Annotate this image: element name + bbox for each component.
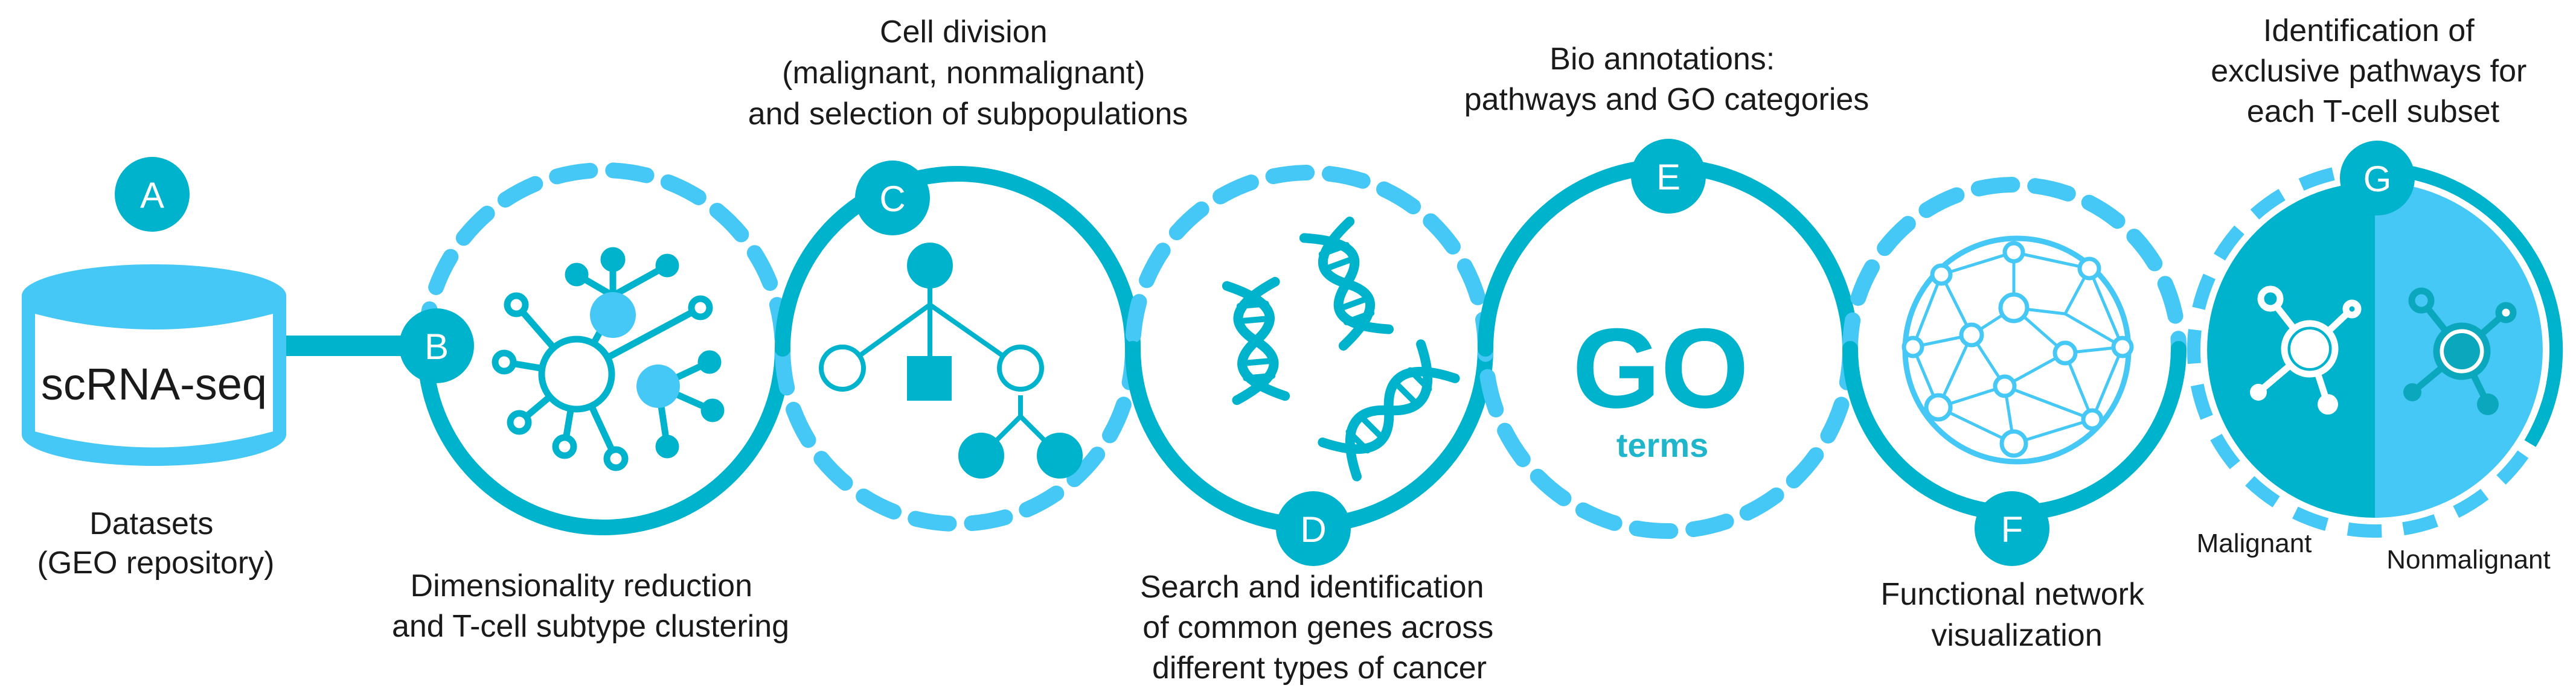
caption-f: Functional network visualization bbox=[1881, 577, 2153, 653]
ring-c-solid bbox=[775, 166, 1141, 357]
ring-g-solid bbox=[2374, 162, 2563, 447]
cluster-node-light bbox=[590, 292, 636, 338]
cluster-network-icon bbox=[492, 247, 725, 471]
badge-f: F bbox=[1975, 491, 2049, 566]
caption-d: Search and identification of common gene… bbox=[1140, 570, 1502, 686]
cell-square bbox=[907, 356, 952, 401]
badge-a-letter: A bbox=[140, 175, 164, 215]
badge-e: E bbox=[1631, 139, 1706, 214]
cluster-node-light-2 bbox=[636, 364, 680, 408]
caption-g: Identification of exclusive pathways for… bbox=[2211, 13, 2536, 129]
go-terms-icon: GO terms bbox=[1572, 305, 1749, 464]
cell-division-tree-icon bbox=[819, 243, 1083, 479]
nonmalignant-label: Nonmalignant bbox=[2386, 545, 2551, 574]
badge-c-letter: C bbox=[879, 179, 905, 219]
badge-d-letter: D bbox=[1300, 509, 1326, 550]
badge-d: D bbox=[1276, 491, 1351, 566]
malignant-label: Malignant bbox=[2197, 529, 2312, 558]
dna-helix-icon bbox=[1222, 217, 1460, 482]
step-a: A scRNA-seq Datasets (GEO repository) bbox=[22, 157, 286, 581]
go-text: GO bbox=[1572, 305, 1749, 431]
badge-f-letter: F bbox=[2001, 509, 2023, 550]
badge-c: C bbox=[855, 161, 930, 235]
badge-g: G bbox=[2340, 141, 2415, 215]
caption-e: Bio annotations: pathways and GO categor… bbox=[1464, 42, 1870, 117]
caption-a: Datasets (GEO repository) bbox=[37, 506, 275, 581]
badge-b: B bbox=[399, 308, 474, 383]
database-cylinder-icon: scRNA-seq bbox=[22, 264, 286, 466]
ring-b-solid bbox=[417, 341, 790, 535]
badge-g-letter: G bbox=[2363, 159, 2392, 199]
badge-a: A bbox=[115, 157, 190, 232]
badge-b-letter: B bbox=[425, 326, 449, 367]
functional-network-icon bbox=[1902, 235, 2134, 465]
caption-c: Cell division (malignant, nonmalignant) … bbox=[748, 14, 1188, 132]
split-circle-network-icon: Malignant Nonmalignant bbox=[2187, 162, 2563, 574]
ring-chain bbox=[417, 159, 2187, 539]
caption-b: Dimensionality reduction and T-cell subt… bbox=[392, 568, 789, 644]
database-label: scRNA-seq bbox=[41, 359, 267, 409]
go-terms-text: terms bbox=[1616, 426, 1709, 464]
badge-e-letter: E bbox=[1656, 157, 1680, 197]
